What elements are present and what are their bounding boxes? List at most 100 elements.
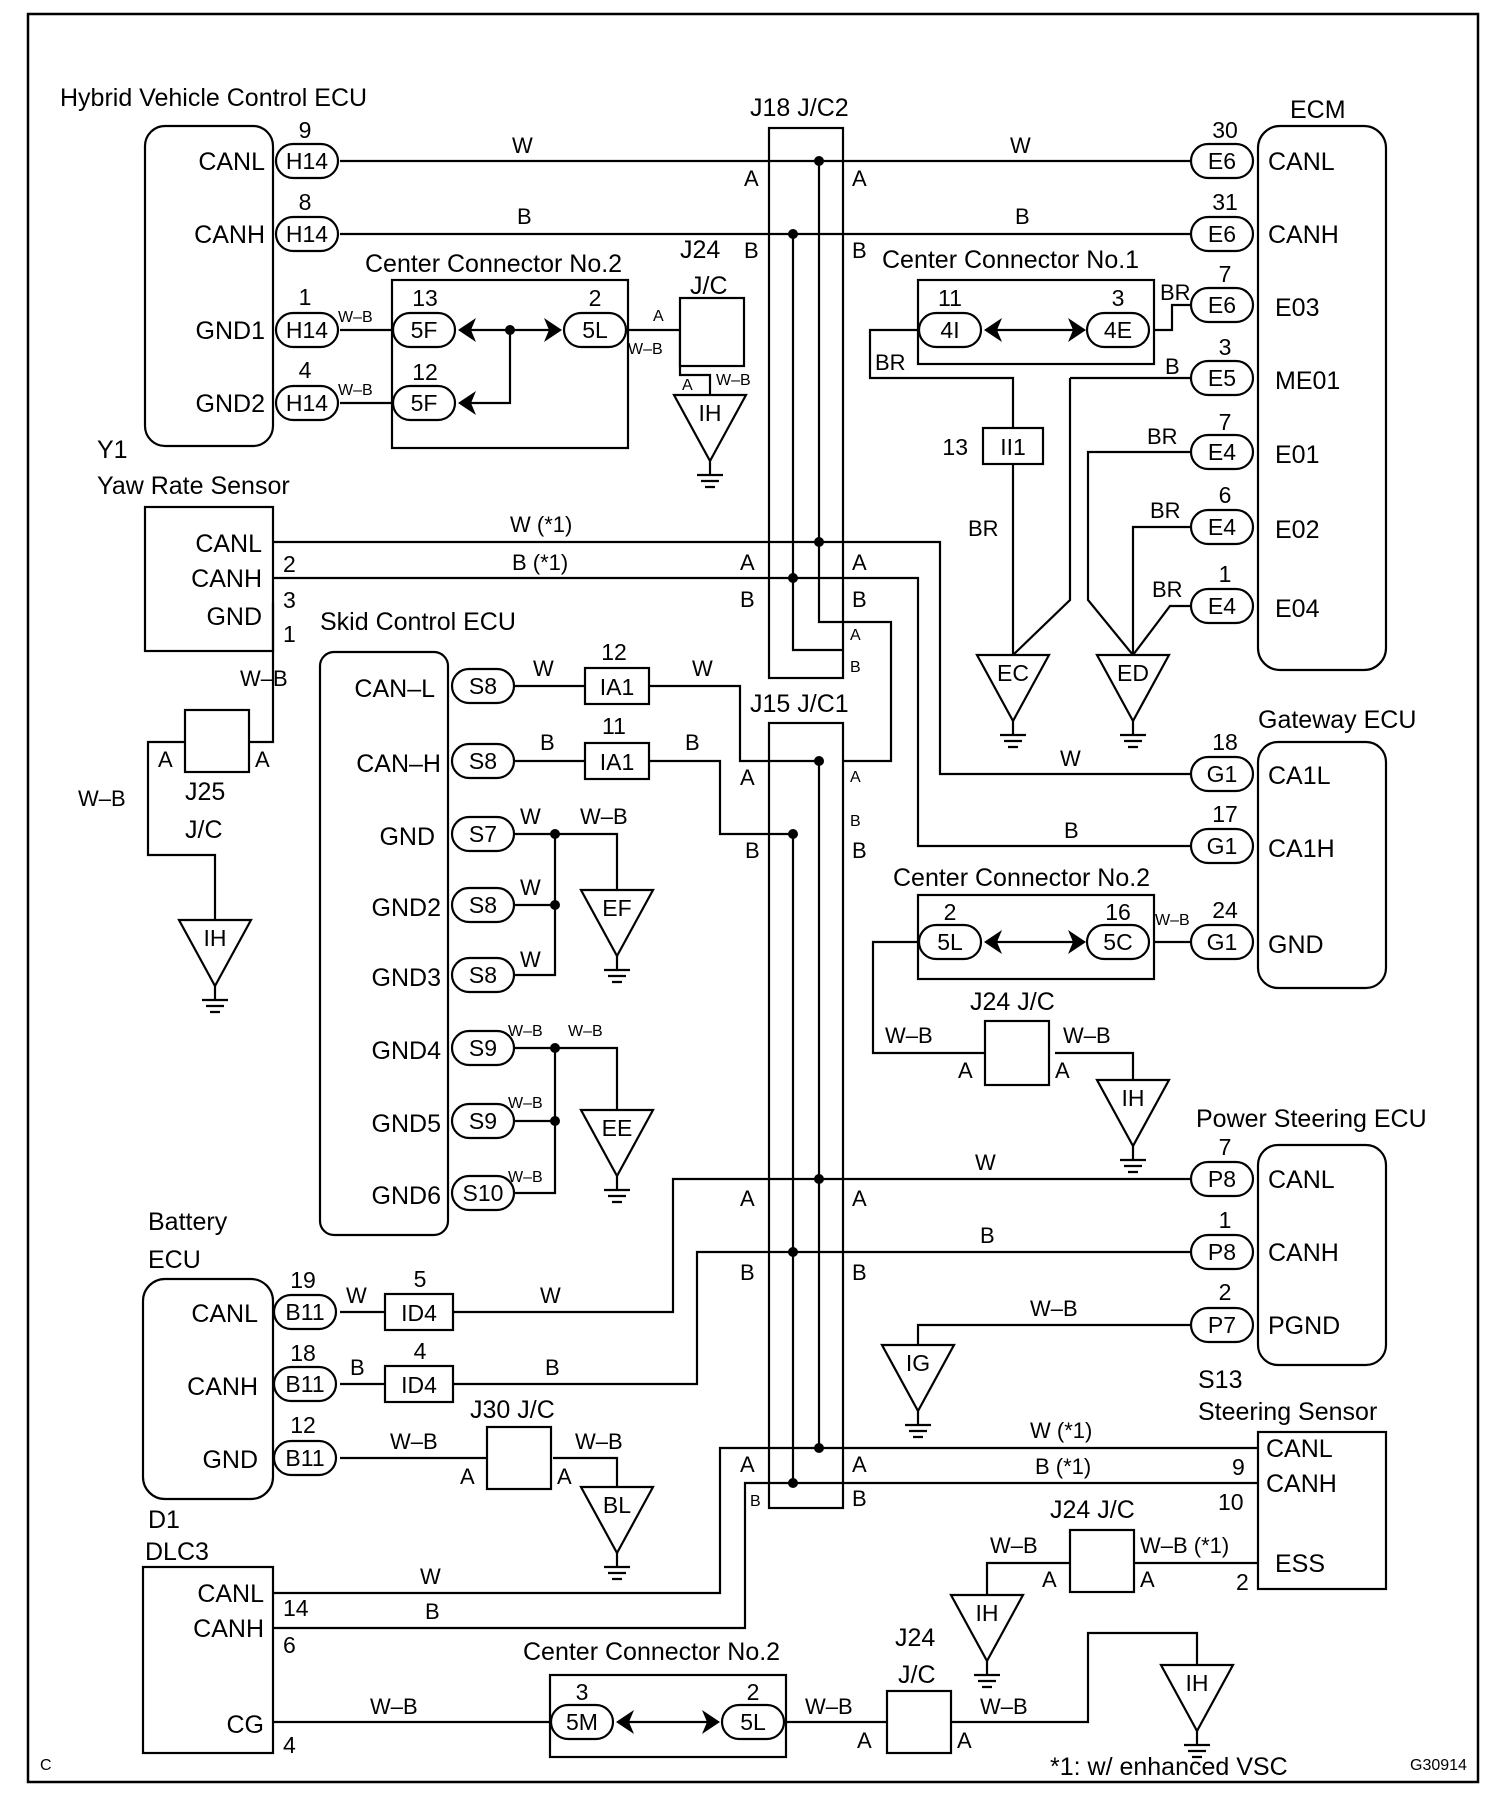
hv-conn-2: H14 xyxy=(274,311,340,349)
ground-ih-2: IH xyxy=(177,918,253,1014)
cc-no1-ecm-title: Center Connector No.1 xyxy=(882,246,1139,274)
skid-pin-gnd3: GND3 xyxy=(372,964,441,992)
ps-pin-pgnd: PGND xyxy=(1268,1312,1340,1340)
steer-pin-ess: ESS xyxy=(1275,1550,1325,1578)
ecm-conn-6: E4 xyxy=(1189,587,1255,625)
cc-ecm-arrows xyxy=(984,318,1086,342)
cc-gw-num-2: 2 xyxy=(944,899,957,925)
skid-pin-canl: CAN–L xyxy=(354,675,435,703)
svg-text:W: W xyxy=(346,1283,367,1308)
svg-text:W–B: W–B xyxy=(980,1694,1028,1719)
skid-pin-gnd2: GND2 xyxy=(372,894,441,922)
j25-jc: J/C xyxy=(185,816,223,844)
cc-hv-num-12: 12 xyxy=(412,359,438,385)
svg-text:W–B (*1): W–B (*1) xyxy=(1140,1533,1229,1558)
cc-dlc-num-3: 3 xyxy=(576,1679,589,1705)
ecm-pin-e03: E03 xyxy=(1275,294,1319,322)
svg-text:A: A xyxy=(255,747,270,772)
yaw-num-1: 1 xyxy=(283,621,296,647)
svg-text:G1: G1 xyxy=(1207,929,1238,955)
ground-ih-5: IH xyxy=(1159,1663,1235,1759)
svg-text:A: A xyxy=(653,308,664,325)
cc-hv-lower-link xyxy=(471,330,512,405)
svg-text:B: B xyxy=(1064,818,1079,843)
ecm-box xyxy=(1256,124,1388,672)
yaw-title: Yaw Rate Sensor xyxy=(97,472,290,500)
j30-title: J30 J/C xyxy=(470,1396,555,1424)
ecm-num-6: 6 xyxy=(1219,482,1232,508)
svg-text:IH: IH xyxy=(699,400,722,426)
cc-ecm-4i: 4I xyxy=(917,311,983,349)
ecm-pin-e04: E04 xyxy=(1275,595,1320,623)
center-connector-arrows xyxy=(458,318,1086,1734)
svg-text:B (*1): B (*1) xyxy=(512,550,568,575)
j15-jc1-bar xyxy=(767,721,845,1510)
steer-num-10: 10 xyxy=(1218,1489,1244,1515)
svg-text:B (*1): B (*1) xyxy=(1035,1454,1091,1479)
cc-hv-num-13: 13 xyxy=(412,285,438,311)
j15-title: J15 J/C1 xyxy=(750,690,849,718)
svg-text:A: A xyxy=(740,1186,755,1211)
ground-ef: EF xyxy=(579,888,655,984)
skid-pin-gnd5: GND5 xyxy=(372,1110,441,1138)
cc-dlc-arrows xyxy=(616,1710,720,1734)
j18-jc2-bar xyxy=(767,126,845,680)
ecm-conn-1: E6 xyxy=(1189,215,1255,253)
svg-text:B: B xyxy=(1015,204,1030,229)
yaw-pin-gnd: GND xyxy=(206,603,262,631)
j24-dlc-title: J24 xyxy=(895,1624,935,1652)
wires xyxy=(146,159,1258,1724)
svg-text:W (*1): W (*1) xyxy=(1030,1418,1092,1443)
svg-text:G1: G1 xyxy=(1207,833,1238,859)
dlc-pin-canl: CANL xyxy=(197,1580,264,1608)
svg-text:A: A xyxy=(852,1186,867,1211)
ps-title: Power Steering ECU xyxy=(1196,1105,1427,1133)
svg-text:W–B: W–B xyxy=(805,1694,853,1719)
skid-conn-2: S7 xyxy=(450,815,516,853)
ecm-num-31: 31 xyxy=(1212,189,1238,215)
svg-text:W: W xyxy=(520,875,541,900)
svg-text:5L: 5L xyxy=(582,317,608,343)
steer-title: Steering Sensor xyxy=(1198,1398,1377,1426)
hv-num-1: 1 xyxy=(299,284,312,310)
ground-bl: BL xyxy=(579,1485,655,1581)
cc-hv-5f-a: 5F xyxy=(391,311,457,349)
svg-text:W: W xyxy=(533,656,554,681)
ground-ih-1: IH xyxy=(672,393,748,489)
battery-num-19: 19 xyxy=(290,1267,316,1293)
hv-conn-3: H14 xyxy=(274,384,340,422)
ecm-num-1: 1 xyxy=(1219,561,1232,587)
ground-ec: EC xyxy=(975,653,1051,749)
ground-ed: ED xyxy=(1095,653,1171,749)
ia1-box-2 xyxy=(583,741,651,781)
id4-box-2 xyxy=(383,1364,455,1404)
svg-text:B: B xyxy=(740,1260,755,1285)
ground-ig: IG xyxy=(880,1343,956,1439)
skid-conn-4: S8 xyxy=(450,956,516,994)
svg-text:BR: BR xyxy=(1160,280,1191,305)
svg-text:S8: S8 xyxy=(469,962,497,988)
hv-ecu-id: Y1 xyxy=(97,436,128,464)
svg-text:ED: ED xyxy=(1117,660,1149,686)
svg-text:A: A xyxy=(1055,1058,1070,1083)
battery-num-18: 18 xyxy=(290,1340,316,1366)
svg-text:A: A xyxy=(857,1728,872,1753)
id4-num-4: 4 xyxy=(414,1338,427,1364)
svg-text:B: B xyxy=(425,1599,440,1624)
svg-text:W–B: W–B xyxy=(240,666,288,691)
skid-conn-7: S10 xyxy=(450,1174,516,1212)
svg-text:B11: B11 xyxy=(285,1445,324,1471)
svg-text:W–B: W–B xyxy=(716,372,751,389)
dlc-pin-canh: CANH xyxy=(193,1615,264,1643)
cc-dlc-5m: 5M xyxy=(549,1703,615,1741)
svg-text:A: A xyxy=(460,1464,475,1489)
gateway-title: Gateway ECU xyxy=(1258,706,1416,734)
j24-jc-gw-box xyxy=(983,1019,1051,1087)
svg-text:5F: 5F xyxy=(411,390,438,416)
cc-hv-5l: 5L xyxy=(562,311,628,349)
diagram-frame xyxy=(26,12,1480,1784)
battery-pin-canh: CANH xyxy=(187,1373,258,1401)
cc-gw-num-16: 16 xyxy=(1105,899,1131,925)
skid-pin-gnd4: GND4 xyxy=(372,1037,442,1065)
